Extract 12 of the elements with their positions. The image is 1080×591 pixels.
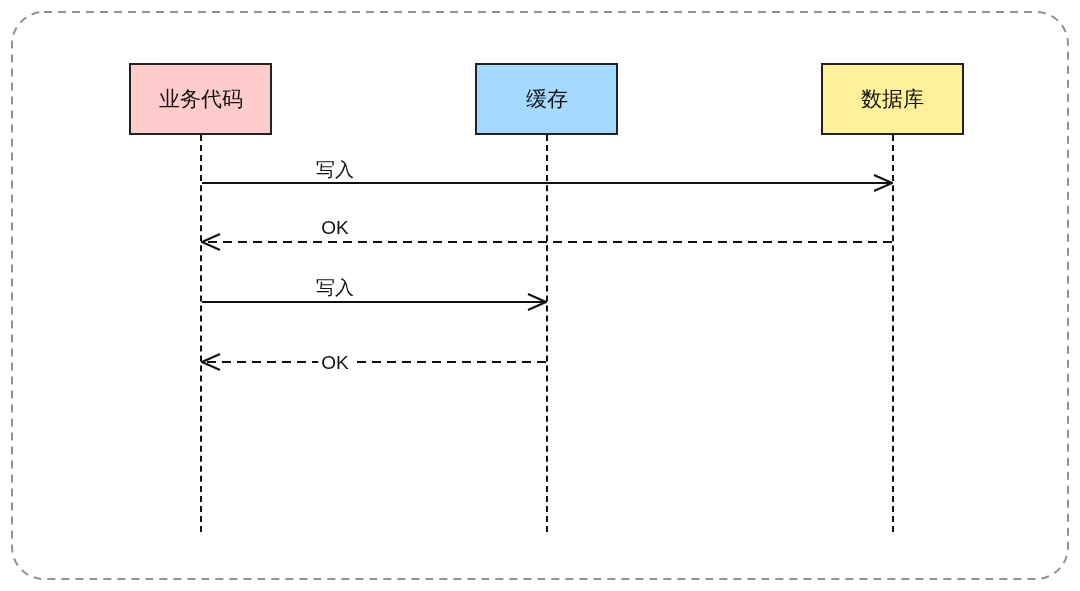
message-arrow: [201, 293, 547, 311]
message-arrow: [201, 233, 893, 251]
lifeline: [546, 135, 548, 532]
participant-box: 缓存: [475, 63, 618, 135]
message-label: 写入: [315, 159, 355, 181]
lifeline: [892, 135, 894, 532]
lifeline: [200, 135, 202, 532]
participant-box: 数据库: [821, 63, 964, 135]
message-label: 写入: [315, 277, 355, 299]
participant-box: 业务代码: [129, 63, 272, 135]
message-label: OK: [320, 217, 350, 239]
message-arrow: [201, 174, 893, 192]
